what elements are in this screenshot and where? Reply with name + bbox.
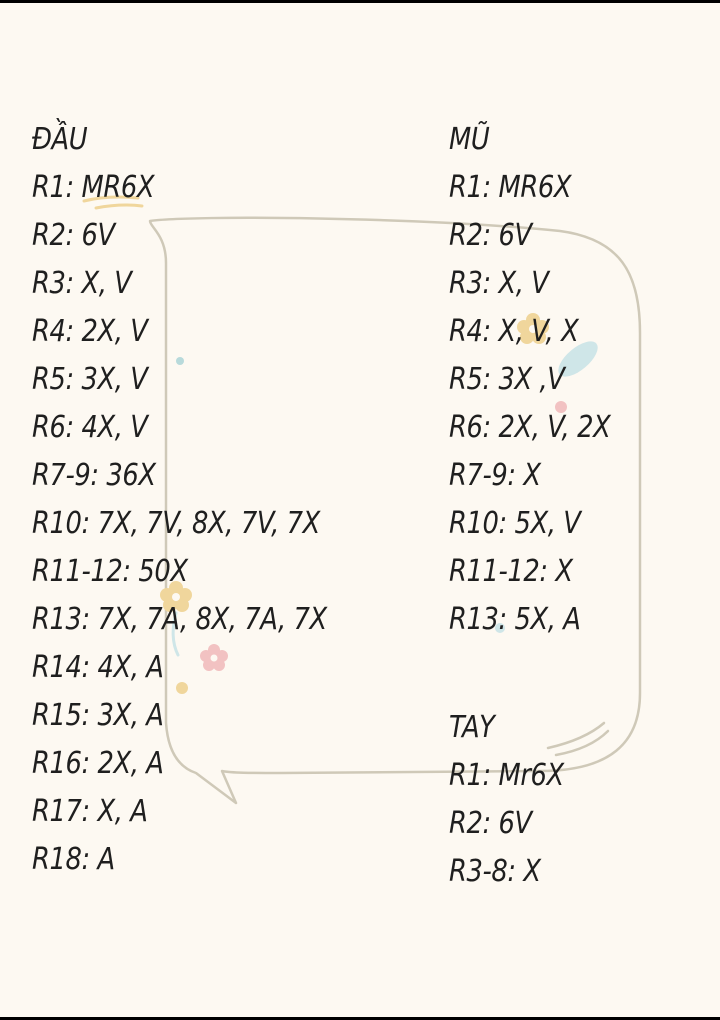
section-mu: MŨ R1: MR6X R2: 6V R3: X, V R4: X, V, X … [449,116,637,644]
pattern-row: R1: Mr6X [449,758,564,793]
pattern-row: R18: A [32,842,115,877]
pattern-row: R3: X, V [32,266,132,301]
pattern-row: R13: 5X, A [449,602,581,637]
pattern-row: R3-8: X [449,854,541,889]
section-title-dau: ĐẦU [32,122,88,157]
pattern-row: R2: 6V [449,806,532,841]
section-title-mu: MŨ [449,122,490,157]
pattern-row: R10: 5X, V [449,506,581,541]
section-dau: ĐẦU R1: MR6X R2: 6V R3: X, V R4: 2X, V R… [32,116,375,884]
pattern-row: R5: 3X ,V [449,362,565,397]
pattern-row: R11-12: X [449,554,573,589]
pattern-row: R4: 2X, V [32,314,148,349]
pattern-row: R7-9: 36X [32,458,156,493]
pattern-row: R3: X, V [449,266,549,301]
section-title-tay: TAY [449,710,495,745]
pattern-row: R15: 3X, A [32,698,164,733]
pattern-row: R4: X, V, X [449,314,579,349]
pattern-row: R6: 2X, V, 2X [449,410,611,445]
pattern-row: R14: 4X, A [32,650,164,685]
pattern-page: ĐẦU R1: MR6X R2: 6V R3: X, V R4: 2X, V R… [0,3,720,1017]
pattern-row: R17: X, A [32,794,148,829]
pattern-row: R1: MR6X [32,170,155,205]
pattern-row: R16: 2X, A [32,746,164,781]
pattern-row: R10: 7X, 7V, 8X, 7V, 7X [32,506,320,541]
pattern-row: R2: 6V [449,218,532,253]
pattern-row: R6: 4X, V [32,410,148,445]
pattern-row: R7-9: X [449,458,541,493]
pattern-row: R5: 3X, V [32,362,148,397]
pattern-row: R1: MR6X [449,170,572,205]
pattern-row: R2: 6V [32,218,115,253]
section-tay: TAY R1: Mr6X R2: 6V R3-8: X [449,704,582,896]
pattern-row: R11-12: 50X [32,554,188,589]
pattern-row: R13: 7X, 7A, 8X, 7A, 7X [32,602,327,637]
